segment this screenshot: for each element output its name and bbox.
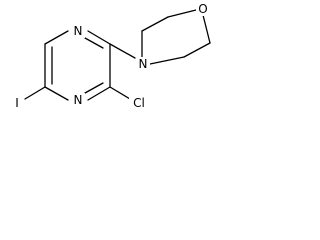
- bond-c2-n4-top: [87, 30, 111, 45]
- bond-ch2-o-upper-right: [167, 9, 197, 18]
- bond-o-ch2-right: [202, 14, 211, 44]
- bond-n1-c2: [44, 30, 69, 45]
- pyrazine-ring: [44, 30, 111, 101]
- bond-c-chlorine: [109, 86, 131, 100]
- atom-chlorine: Cl: [133, 96, 145, 110]
- chemical-structure-diagram: N N N O Cl I: [12, 2, 211, 110]
- bond-ch2-ch2-lower-right: [183, 42, 211, 58]
- atom-n-pyrazine-top: N: [74, 24, 83, 38]
- bond-c4-n5-double: [84, 82, 104, 94]
- bond-ch2-ch2-upper-left: [141, 16, 169, 32]
- bond-n5-c6: [44, 86, 69, 101]
- atom-n-pyrazine-bottom: N: [74, 93, 83, 107]
- bond-c4-n5: [87, 86, 111, 101]
- bond-c2-n4-double: [84, 37, 104, 49]
- atom-labels: N N N O Cl I: [12, 2, 210, 110]
- bond-ch2-n-lower: [149, 56, 185, 65]
- bond-c-iodine: [24, 86, 46, 100]
- morpholine-ring: [141, 9, 211, 65]
- atom-iodine: I: [15, 96, 19, 110]
- atom-n-morpholine: N: [139, 57, 148, 71]
- bond-c-morpholine-n: [109, 43, 136, 59]
- atom-o-morpholine: O: [198, 2, 207, 16]
